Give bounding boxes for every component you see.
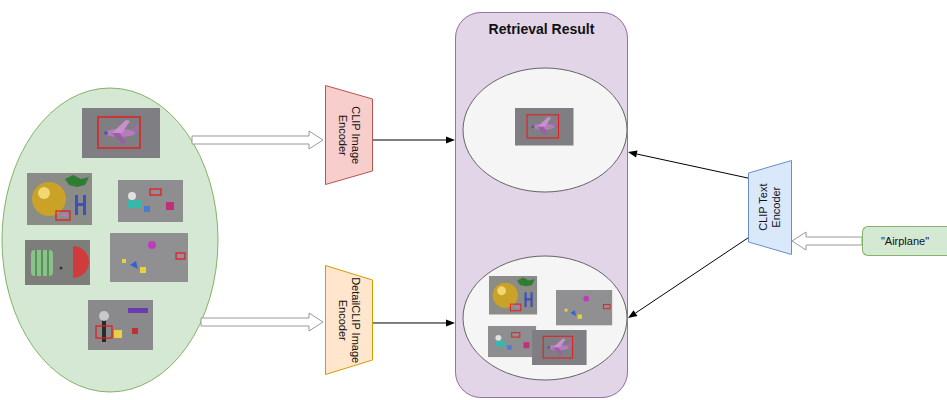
retrieval-panel [489, 276, 537, 314]
retrieval-panel [455, 12, 628, 398]
image-pool [25, 240, 90, 285]
encoder-label: CLIP Text Encoder [757, 165, 783, 250]
encoder-block: CLIP Text Encoder [748, 160, 792, 255]
arrow-head [446, 319, 455, 326]
connector-line [635, 238, 748, 313]
trapezoid-outline [749, 161, 792, 255]
connector-line [373, 322, 446, 323]
hollow-arrow [792, 232, 862, 250]
panel-title: Retrieval Result [456, 21, 627, 37]
retrieval-panel [463, 256, 627, 380]
retrieval-panel [488, 326, 536, 357]
query-text: "Airplane" [881, 235, 929, 247]
hollow-arrow [192, 131, 323, 331]
hollow-arrow [192, 131, 323, 149]
hollow-arrow [201, 313, 323, 331]
image-pool [88, 300, 153, 350]
image-pool [110, 233, 188, 282]
retrieval-panel [532, 330, 587, 365]
image-pool [2, 88, 218, 392]
retrieval-panel [515, 108, 574, 146]
trapezoid-outline [326, 86, 373, 185]
encoder-label: CLIP Image Encoder [336, 90, 362, 180]
query-box: "Airplane" [862, 226, 947, 256]
image-pool [82, 108, 160, 158]
retrieval-band: Retrieval Result [455, 12, 628, 398]
arrow-connector [373, 137, 455, 144]
encoder-label: DetailCLIP Image Encoder [336, 270, 362, 370]
retrieval-panel [463, 68, 627, 192]
image-pool [27, 173, 92, 225]
retrieval-panel [455, 12, 628, 398]
arrow-connector [373, 319, 455, 326]
retrieval-panel [556, 290, 612, 325]
arrow-connector [628, 238, 748, 318]
image-pool [2, 88, 218, 392]
hollow-arrow [792, 232, 862, 250]
arrow-connector [628, 151, 748, 178]
connector-line [373, 140, 446, 141]
trapezoid-outline [326, 266, 373, 375]
arrow-head [628, 310, 637, 318]
encoder-block: DetailCLIP Image Encoder [325, 265, 373, 375]
connector-line [637, 154, 748, 178]
encoder-block: CLIP Image Encoder [325, 85, 373, 185]
arrow-head [446, 137, 455, 144]
arrow-head [628, 151, 638, 158]
image-pool [118, 180, 183, 222]
